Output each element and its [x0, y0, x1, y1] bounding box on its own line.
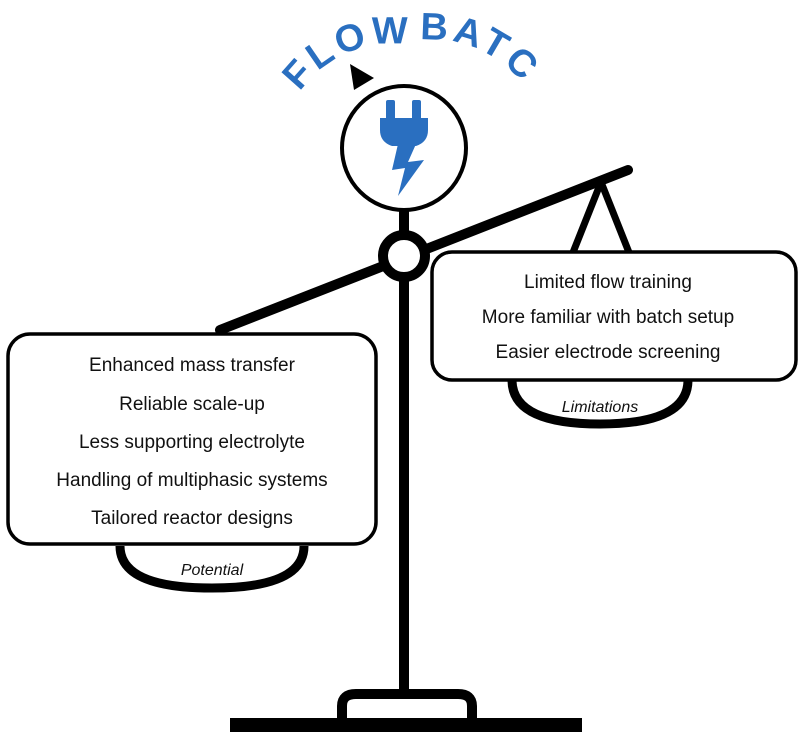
limitations-pan [507, 379, 693, 429]
scale-base [230, 718, 582, 732]
potential-item: Tailored reactor designs [91, 508, 293, 529]
potential-item: Reliable scale-up [119, 394, 265, 415]
limitations-item: Easier electrode screening [496, 342, 721, 363]
limitations-item: Limited flow training [524, 272, 692, 293]
potential-box [6, 332, 378, 546]
potential-item: Enhanced mass transfer [89, 355, 296, 376]
potential-item: Handling of multiphasic systems [56, 470, 327, 491]
dial-pointer-arrow [350, 64, 374, 90]
limitations-item: More familiar with batch setup [482, 307, 734, 328]
potential-pan [115, 545, 309, 593]
batch-label: BATCH [0, 0, 548, 91]
right-pan-string-right [597, 180, 636, 262]
potential-item: Less supporting electrolyte [79, 432, 305, 453]
plug-lightning-icon [380, 100, 428, 196]
limitations-pan-label: Limitations [562, 399, 638, 416]
scale-pivot [378, 230, 430, 282]
potential-pan-label: Potential [181, 562, 244, 579]
flow-label: FLOW [275, 10, 412, 97]
limitations-box [430, 250, 798, 382]
right-pan-string-left [566, 180, 605, 262]
